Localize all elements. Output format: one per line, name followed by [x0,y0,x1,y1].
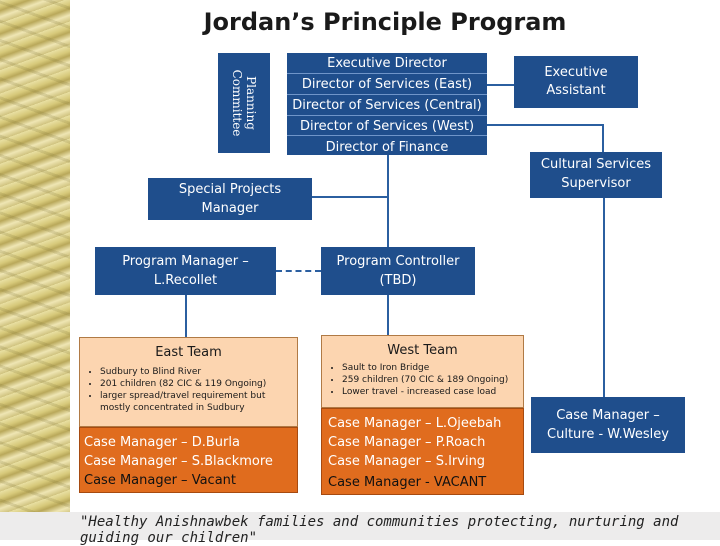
west-team-bullet: Lower travel - increased case load [342,386,517,398]
director-finance-label: Director of Finance [325,140,449,155]
connector-special-projects [312,196,388,198]
connector-exec-to-controller [387,154,389,247]
cultural-services-supervisor-label: Cultural Services Supervisor [540,157,652,191]
program-controller-label: Program Controller (TBD) [336,254,460,288]
east-team-bullet: larger spread/travel requirement but mos… [100,390,291,414]
executive-director-label: Executive Director [327,56,447,71]
west-team-box: West Team Sault to Iron Bridge 259 child… [321,335,524,408]
program-controller-box: Program Controller (TBD) [321,247,475,295]
exec-separator [287,115,487,116]
west-team-bullet: Sault to Iron Bridge [342,362,517,374]
west-case-managers-box: Case Manager – L.Ojeebah Case Manager – … [321,408,524,495]
east-team-bullet: 201 children (82 CIC & 119 Ongoing) [100,378,291,390]
director-west-label: Director of Services (West) [299,119,475,134]
exec-separator [287,135,487,136]
planning-committee-box: Planning Committee [218,53,270,153]
special-projects-manager-box: Special Projects Manager [148,178,312,220]
exec-separator [287,94,487,95]
connector-exec-assistant [487,84,514,86]
director-east-label: Director of Services (East) [301,77,473,92]
executive-assistant-label: Executive Assistant [544,65,608,98]
braid-decoration [0,0,70,540]
executive-assistant-box: Executive Assistant [514,56,638,108]
connector-to-supervisor-v [602,124,604,152]
planning-committee-label: Planning Committee [230,69,258,137]
exec-separator [287,73,487,74]
west-team-bullet: 259 children (70 CIC & 189 Ongoing) [342,374,517,386]
connector-pm-to-east [185,295,187,337]
west-case-manager: Case Manager – P.Roach [328,435,486,450]
west-case-manager: Case Manager - VACANT [328,475,487,490]
culture-case-manager-box: Case Manager – Culture - W.Wesley [531,397,685,453]
connector-supervisor-to-culture [603,197,605,397]
east-case-manager: Case Manager – S.Blackmore [84,454,273,469]
braid-texture [0,0,70,540]
east-case-managers-box: Case Manager – D.Burla Case Manager – S.… [79,427,298,493]
connector-exec-to-supervisor [487,124,603,126]
special-projects-manager-label: Special Projects Manager [178,182,282,216]
director-central-label: Director of Services (Central) [292,98,482,113]
west-team-title: West Team [387,343,458,358]
footer-bar [0,512,720,540]
culture-case-manager-label: Case Manager – Culture - W.Wesley [547,408,669,442]
program-manager-label: Program Manager – L.Recollet [122,254,249,288]
page-title: Jordan’s Principle Program [203,8,567,36]
west-case-manager: Case Manager – L.Ojeebah [328,416,502,431]
connector-controller-to-west [387,295,389,335]
west-case-manager: Case Manager – S.Irving [328,454,486,469]
east-team-bullet: Sudbury to Blind River [100,366,291,378]
cultural-services-supervisor-box: Cultural Services Supervisor [530,152,662,198]
program-manager-box: Program Manager – L.Recollet [95,247,276,295]
east-team-title: East Team [155,345,222,360]
east-team-box: East Team Sudbury to Blind River 201 chi… [79,337,298,427]
executive-box: Executive Director Director of Services … [287,53,487,155]
east-case-manager: Case Manager – Vacant [84,473,236,488]
east-case-manager: Case Manager – D.Burla [84,435,240,450]
dashed-connector-pm-controller [276,270,321,272]
footer-motto: "Healthy Anishnawbek families and commun… [80,514,679,546]
